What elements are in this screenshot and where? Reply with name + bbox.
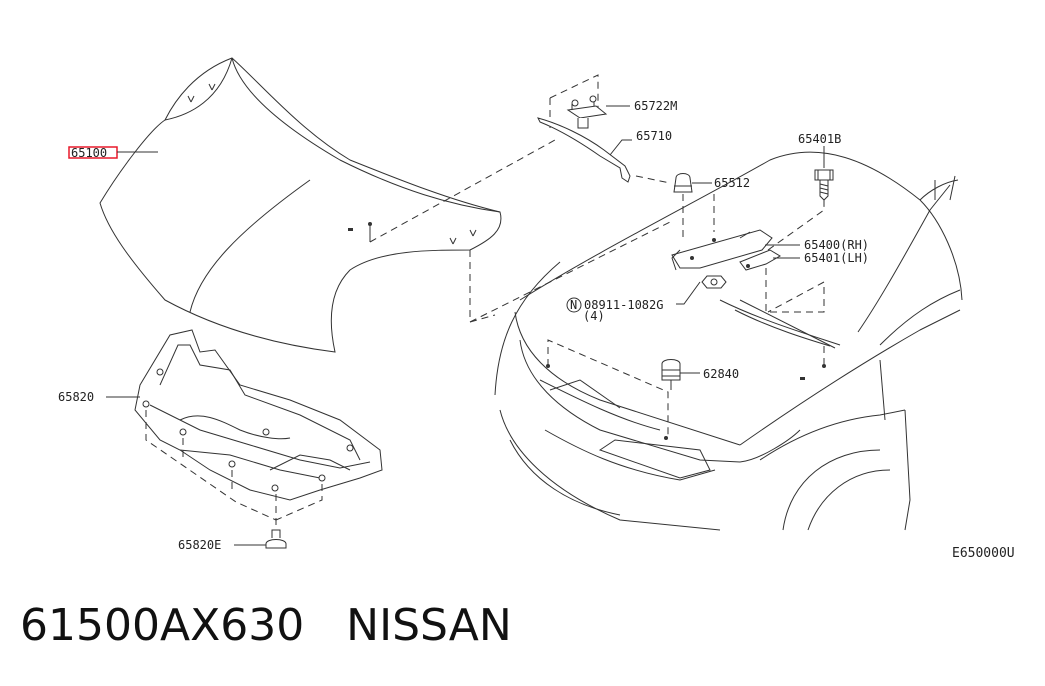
undercover-label: 65820 xyxy=(58,390,94,404)
part-caption: 61500AX630 NISSAN xyxy=(20,600,512,651)
brand-name: NISSAN xyxy=(346,600,512,651)
hood-lock xyxy=(671,190,825,271)
nut-symbol: N xyxy=(570,298,577,312)
hood-panel xyxy=(99,57,502,353)
seal-label: 62840 xyxy=(703,367,739,381)
hood-hinge xyxy=(549,74,608,129)
hood-label: 65100 xyxy=(71,146,107,160)
clip-label: 65820E xyxy=(178,538,221,552)
lock-nut xyxy=(701,275,727,289)
parts-diagram: 65100 65722M 65710 65512 xyxy=(58,57,963,552)
part-number: 61500AX630 xyxy=(20,600,305,651)
lock-rh-label: 65400(RH) xyxy=(804,238,869,252)
hood-seal xyxy=(661,359,681,390)
hood-bumper xyxy=(673,173,693,193)
stay-label: 65710 xyxy=(636,129,672,143)
hood-leader-lines xyxy=(369,139,671,323)
engine-undercover xyxy=(134,329,383,528)
diagram-code: E650000U xyxy=(952,546,1015,561)
car-front-body xyxy=(494,151,963,531)
undercover-clip xyxy=(265,529,287,549)
nut-label: 08911-1082G xyxy=(584,298,663,312)
lock-lh-label: 65401(LH) xyxy=(804,251,869,265)
bolt xyxy=(814,169,834,201)
hood-stay xyxy=(537,117,631,183)
nut-symbol-circle xyxy=(566,297,582,313)
hinge-label: 65722M xyxy=(634,99,677,113)
bolt-label: 65401B xyxy=(798,132,841,146)
nut-qty-label: (4) xyxy=(583,309,605,323)
